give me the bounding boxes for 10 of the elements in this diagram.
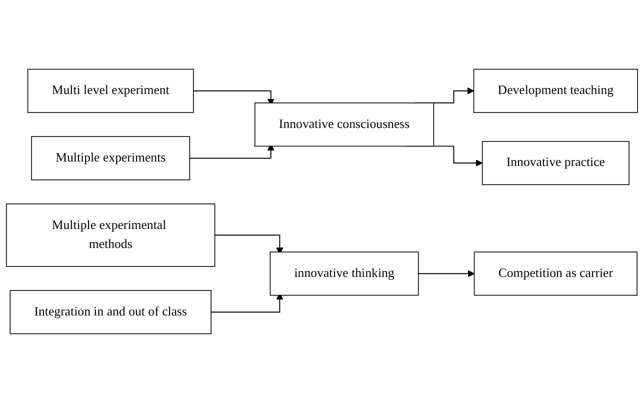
node-box: innovative thinking bbox=[270, 252, 419, 296]
arrow bbox=[418, 270, 475, 278]
node-box: Development teaching bbox=[473, 68, 638, 113]
node-box: Innovative consciousness bbox=[254, 102, 434, 147]
node-box: Competition as carrier bbox=[474, 252, 638, 296]
node-box: Multiple experimental methods bbox=[6, 204, 216, 267]
node-box: Innovative practice bbox=[482, 140, 630, 186]
node-box: Integration in and out of class bbox=[10, 290, 212, 334]
node-box: Multiple experiments bbox=[31, 136, 190, 180]
node-box: Multi level experiment bbox=[27, 68, 194, 113]
